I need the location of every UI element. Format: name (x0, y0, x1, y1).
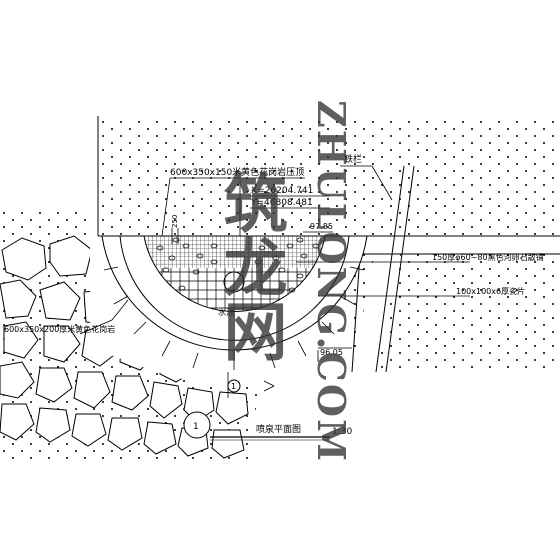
river-stone (192, 269, 200, 275)
pool-inner-edge (143, 235, 326, 312)
label-section-mark: 1 (231, 382, 236, 391)
river-stone (196, 253, 204, 259)
title-number: 1 (193, 422, 199, 432)
river-stone (178, 285, 186, 291)
river-stone (156, 245, 164, 251)
edge-band-joints (103, 266, 365, 370)
title-number-circle (183, 411, 211, 439)
label-pool: 水池 (218, 307, 234, 317)
label-coord-y: Y=46808.481 (250, 198, 313, 208)
label-river-stone: 150厚φ60~80黑色河卵石散铺 (432, 252, 544, 262)
label-railing: 铁栏 (344, 153, 362, 165)
river-stone (278, 267, 286, 273)
river-stone (162, 267, 170, 273)
drawing-scale: 1:30 (332, 427, 352, 437)
watermark-cn: 筑龙网 (213, 170, 288, 362)
river-stone-dots (156, 237, 320, 293)
river-stone (296, 273, 304, 279)
label-tiles: 100x100x6厚瓷片 (456, 286, 525, 296)
river-stone (296, 237, 304, 243)
river-stone (168, 255, 176, 261)
river-stone (312, 243, 320, 249)
label-top-paving: 600x350x150米黄色花岗岩压顶 (170, 166, 304, 178)
river-stone (286, 243, 294, 249)
label-dim-left: 250 (171, 215, 179, 228)
label-coord-x: X=26204.741 (251, 186, 313, 196)
river-stone (300, 253, 308, 259)
label-elevation-bottom: 96.05 (320, 348, 343, 357)
river-stone (210, 243, 218, 249)
river-stone (254, 259, 262, 265)
leader-lines (79, 165, 470, 398)
river-stone (288, 287, 296, 293)
river-stone (172, 237, 180, 243)
river-stone (258, 245, 266, 251)
planting-area-top (98, 116, 560, 236)
section-marker (227, 379, 241, 393)
label-side-paving: 600x350x200厚米黄色花岗岩 (4, 324, 115, 334)
watermark-en: ZHULONG.COM (309, 100, 354, 463)
river-stone (210, 259, 218, 265)
river-stone (182, 243, 190, 249)
river-stone (272, 255, 280, 261)
drawing-title: 喷泉平面图 (256, 423, 301, 435)
label-elevation-top: 97.85 (310, 222, 333, 231)
